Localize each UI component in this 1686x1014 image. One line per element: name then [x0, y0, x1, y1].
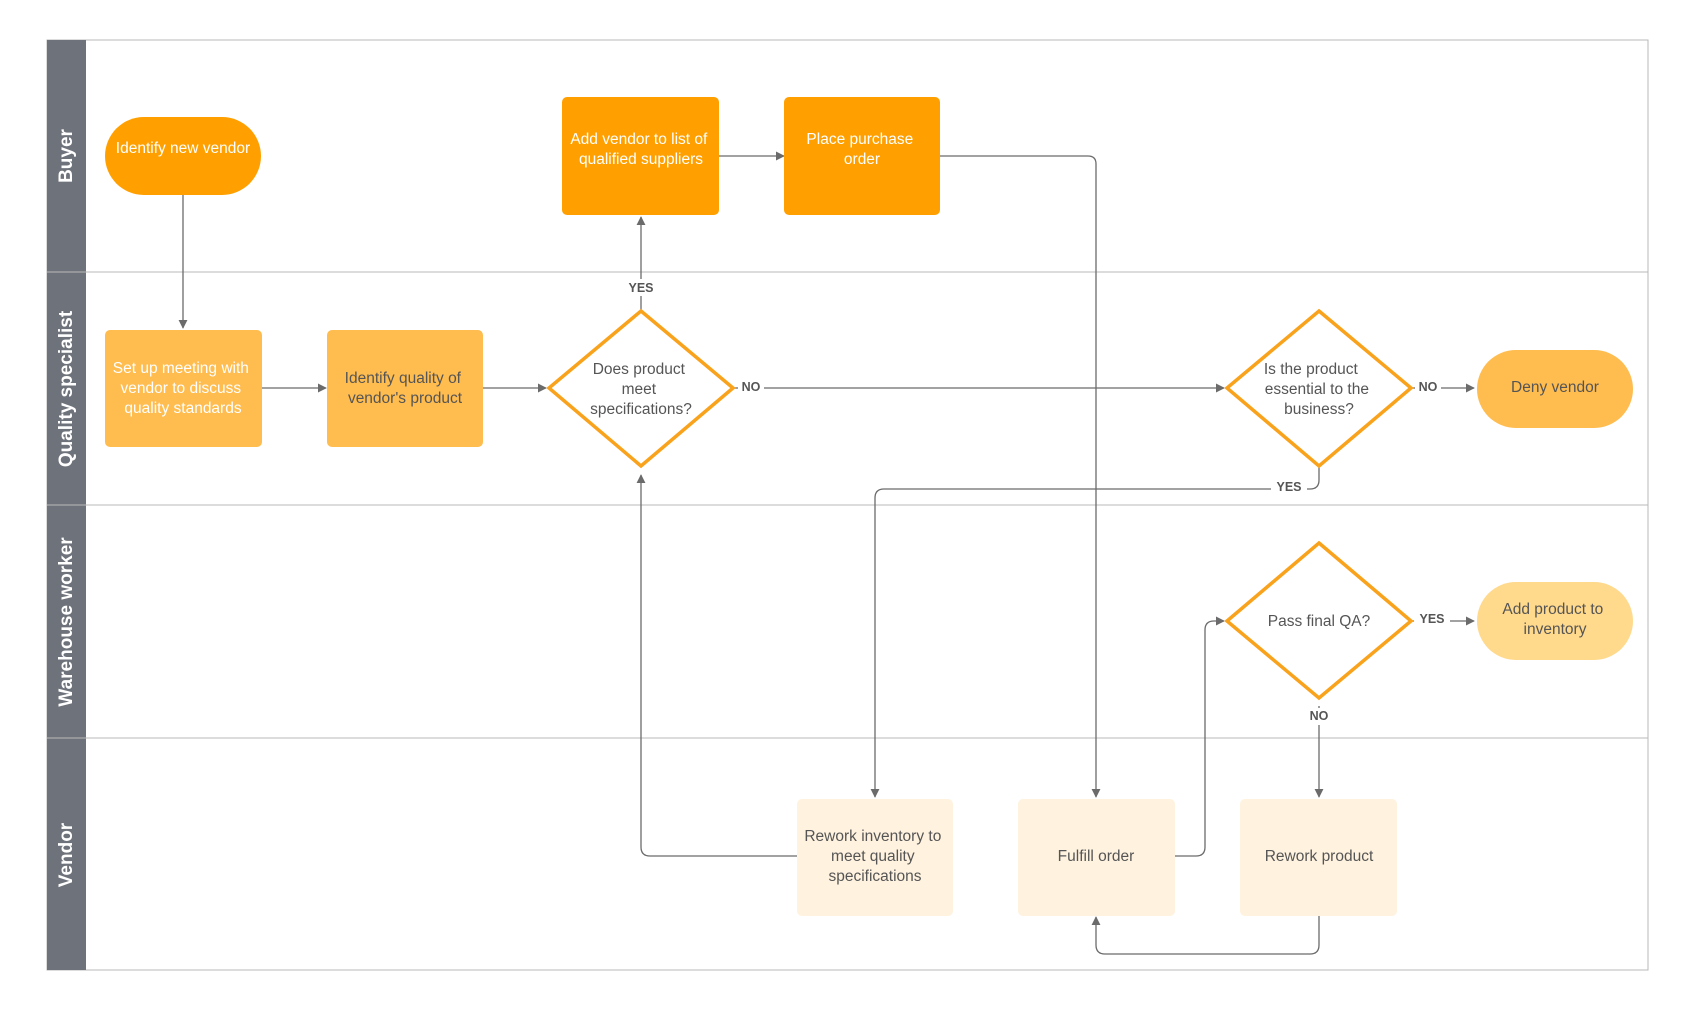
edge-label-bg — [1306, 708, 1332, 725]
connector-order-to-fulfill — [940, 155, 1101, 798]
lane-label-warehouse-worker: Warehouse worker — [56, 537, 77, 707]
edge-label-specs-yes: YES — [628, 281, 653, 295]
process-rework-product[interactable]: Rework product — [1240, 799, 1397, 916]
edge-label-bg — [738, 379, 764, 396]
node-label: Identify new vendor — [116, 140, 250, 157]
connector-essential-yes-to-rework-inventory — [870, 466, 1320, 798]
node-label: Fulfill order — [1058, 848, 1135, 865]
connectors — [178, 151, 1475, 955]
lane-label-quality-specialist: Quality specialist — [56, 310, 77, 467]
edge-labels: YES NO NO YES YES NO — [621, 279, 1450, 725]
terminal-deny-vendor[interactable]: Deny vendor — [1477, 350, 1633, 428]
lane-header-warehouse-worker — [47, 505, 86, 738]
edge-label-qa-no: NO — [1310, 709, 1329, 723]
decision-product-essential[interactable]: Is the product essential to the business… — [1224, 308, 1414, 469]
edge-label-bg — [1415, 379, 1441, 396]
lane-header-quality-specialist — [47, 272, 86, 505]
lane-label-buyer: Buyer — [56, 128, 77, 182]
process-rework-inventory[interactable]: Rework inventory to meet quality specifi… — [797, 799, 953, 916]
node-label: Pass final QA? — [1268, 613, 1371, 630]
edge-label-bg — [621, 279, 661, 296]
decision-meet-specifications[interactable]: Does product meet specifications? — [546, 308, 736, 469]
edge-label-bg — [1414, 611, 1450, 628]
terminal-add-product-to-inventory[interactable]: Add product to inventory — [1477, 582, 1633, 660]
lane-label-vendor: Vendor — [56, 822, 77, 887]
node-label: Add vendor to list of qualified supplier… — [570, 131, 711, 168]
process-add-vendor-to-list[interactable]: Add vendor to list of qualified supplier… — [562, 97, 719, 215]
terminal-identify-new-vendor[interactable]: Identify new vendor — [105, 117, 261, 195]
edge-label-essential-no: NO — [1419, 380, 1438, 394]
connector-fulfill-to-qa — [1175, 616, 1225, 857]
process-place-purchase-order[interactable]: Place purchase order — [784, 97, 940, 215]
node-label: Rework inventory to meet quality specifi… — [804, 828, 945, 885]
node-label: Add product to inventory — [1502, 601, 1607, 638]
connector-rework-inventory-to-specs — [636, 474, 797, 857]
edge-label-specs-no: NO — [742, 380, 761, 394]
edge-label-qa-yes: YES — [1419, 612, 1444, 626]
node-label: Deny vendor — [1511, 379, 1599, 396]
node-label: Set up meeting with vendor to discuss qu… — [113, 360, 253, 417]
node-label: Does product meet specifications? — [590, 361, 692, 418]
decision-pass-final-qa[interactable]: Pass final QA? — [1224, 540, 1414, 701]
node-label: Identify quality of vendor's product — [345, 370, 466, 407]
edge-label-essential-yes: YES — [1276, 480, 1301, 494]
nodes: Identify new vendor Add vendor to list o… — [105, 97, 1633, 916]
node-label: Place purchase order — [806, 131, 917, 168]
process-identify-quality[interactable]: Identify quality of vendor's product — [327, 330, 483, 447]
process-fulfill-order[interactable]: Fulfill order — [1018, 799, 1175, 916]
process-set-up-meeting[interactable]: Set up meeting with vendor to discuss qu… — [105, 330, 262, 447]
edge-label-bg — [1271, 478, 1307, 495]
lane-header-vendor — [47, 738, 86, 970]
node-label: Is the product essential to the business… — [1264, 361, 1373, 418]
connector-rework-product-to-fulfill — [1091, 916, 1320, 955]
lane-header-buyer — [47, 40, 86, 272]
node-label: Rework product — [1265, 848, 1374, 865]
